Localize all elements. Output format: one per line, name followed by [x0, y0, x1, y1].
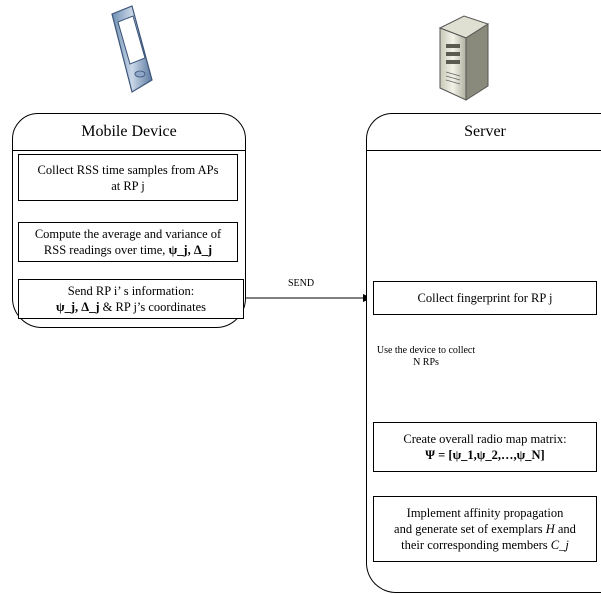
send-rp-info-line1: Send RP i’ s information:	[67, 284, 195, 298]
collect-rss-step: Collect RSS time samples from APs at RP …	[18, 154, 238, 201]
server-tower-icon	[438, 15, 490, 101]
collect-n-rps-label: Use the device to collect N RPs	[370, 345, 482, 369]
affinity-line3-var: C_j	[550, 538, 569, 552]
collect-n-rps-line1: Use the device to collect	[376, 345, 476, 356]
affinity-line3-prefix: their corresponding members	[401, 538, 551, 552]
server-lane-title: Server	[367, 114, 601, 151]
compute-average-line2: RSS readings over time, ψ_j, Δ_j	[44, 242, 212, 258]
radio-map-line2: Ψ = [ψ_1,ψ_2,…,ψ_N]	[425, 447, 544, 463]
collect-rss-line2: at RP j	[111, 178, 145, 193]
collect-n-rps-line2: N RPs	[413, 357, 439, 368]
radio-map-matrix-step: Create overall radio map matrix: Ψ = [ψ_…	[373, 422, 597, 472]
send-rp-info-line2-math: ψ_j, Δ_j	[56, 300, 100, 314]
affinity-line2-var: H	[545, 522, 555, 536]
compute-average-line2-prefix: RSS readings over time,	[43, 243, 169, 257]
radio-map-line2-math: Ψ = [ψ_1,ψ_2,…,ψ_N]	[425, 448, 545, 462]
compute-average-step: Compute the average and variance of RSS …	[18, 222, 238, 262]
compute-average-line1: Compute the average and variance of	[34, 227, 222, 241]
send-rp-info-line2-suffix: & RP j’s coordinates	[99, 300, 206, 314]
mobile-device-lane-title: Mobile Device	[13, 114, 245, 151]
affinity-line2-prefix: and generate set of exemplars	[394, 522, 546, 536]
send-rp-info-line2: ψ_j, Δ_j & RP j’s coordinates	[56, 299, 206, 315]
collect-fingerprint-text: Collect fingerprint for RP j	[417, 291, 553, 305]
collect-rss-line1: Collect RSS time samples from APs	[37, 162, 219, 177]
affinity-line1: Implement affinity propagation	[406, 506, 564, 520]
affinity-line2-suffix: and	[554, 522, 576, 536]
send-rp-info-step: Send RP i’ s information: ψ_j, Δ_j & RP …	[18, 279, 244, 319]
affinity-line2: and generate set of exemplars H and	[394, 521, 576, 537]
mobile-phone-icon	[111, 5, 153, 93]
affinity-propagation-step: Implement affinity propagation and gener…	[373, 496, 597, 562]
affinity-line3: their corresponding members C_j	[401, 537, 569, 553]
send-arrow-label: SEND	[288, 278, 315, 289]
compute-average-line2-math: ψ_j, Δ_j	[168, 243, 213, 257]
radio-map-line1: Create overall radio map matrix:	[403, 432, 567, 446]
collect-fingerprint-step: Collect fingerprint for RP j	[373, 281, 597, 315]
